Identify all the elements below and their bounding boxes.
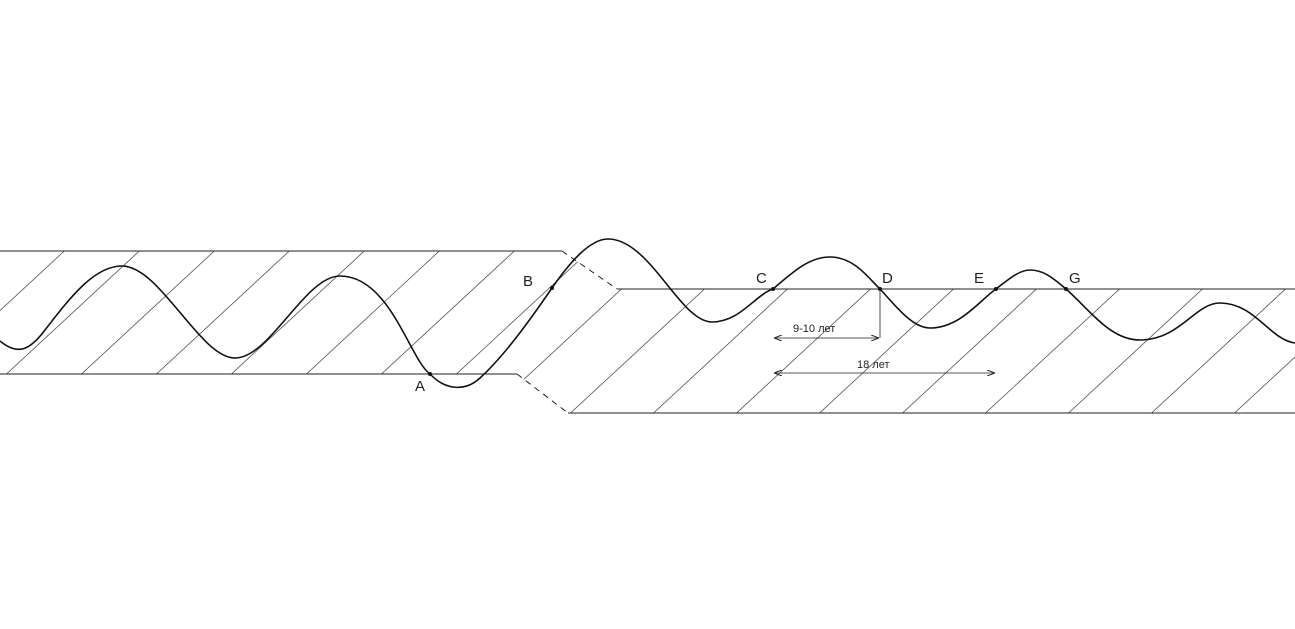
long-interval-label: 18 лет bbox=[857, 359, 890, 371]
point-b-label: B bbox=[523, 273, 533, 290]
right-band-hatch-line bbox=[728, 289, 881, 413]
point-a-label: A bbox=[415, 378, 425, 395]
left-band-hatch-line bbox=[74, 251, 227, 374]
left-band-hatch-line bbox=[599, 251, 617, 374]
right-band-hatch-line bbox=[517, 289, 632, 413]
point-c-marker bbox=[771, 287, 775, 291]
point-a-marker bbox=[428, 372, 432, 376]
point-b-marker bbox=[550, 286, 554, 290]
right-band-hatch-line bbox=[645, 289, 798, 413]
left-band-hatching bbox=[0, 251, 617, 374]
right-band-hatch-line bbox=[894, 289, 1047, 413]
point-c-label: C bbox=[756, 270, 767, 287]
right-band-hatching bbox=[517, 289, 1295, 413]
left-band-hatch-line bbox=[524, 251, 617, 374]
left-band-hatch-line bbox=[299, 251, 452, 374]
left-band-hatch-line bbox=[149, 251, 302, 374]
right-band-hatch-line bbox=[1060, 289, 1213, 413]
point-g-label: G bbox=[1069, 270, 1081, 287]
interval-markers bbox=[775, 289, 994, 373]
left-band-hatch-line bbox=[0, 251, 77, 374]
right-band-hatch-line bbox=[1226, 289, 1295, 413]
short-interval-label: 9-10 лет bbox=[793, 323, 835, 335]
point-g-marker bbox=[1064, 287, 1068, 291]
right-band-hatch-line bbox=[977, 289, 1130, 413]
point-e-label: E bbox=[974, 270, 984, 287]
left-band-hatch-line bbox=[224, 251, 377, 374]
upper-transition-dashed-line bbox=[561, 250, 618, 290]
point-e-marker bbox=[994, 287, 998, 291]
point-markers bbox=[428, 286, 1068, 376]
point-d-label: D bbox=[882, 270, 893, 287]
right-band-hatch-line bbox=[562, 289, 715, 413]
band-boundaries bbox=[0, 250, 1295, 414]
lower-transition-dashed-line bbox=[516, 373, 569, 414]
left-band-hatch-line bbox=[374, 251, 527, 374]
left-band-hatch-line bbox=[0, 251, 152, 374]
right-band-hatch-line bbox=[811, 289, 964, 413]
cycle-wave-curve bbox=[0, 238, 1295, 389]
left-band-hatch-line bbox=[449, 251, 602, 374]
right-band-hatch-line bbox=[1143, 289, 1295, 413]
